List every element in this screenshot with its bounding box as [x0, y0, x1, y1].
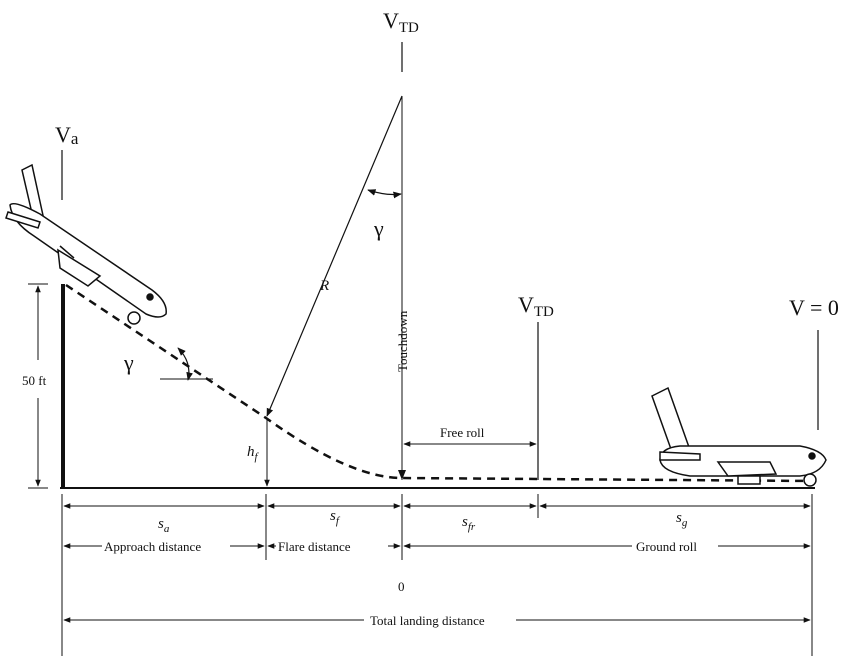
gamma-left-label: γ	[123, 350, 134, 375]
total-landing-distance-label: Total landing distance	[370, 613, 485, 628]
s-a-label: sa	[158, 516, 170, 535]
height-50ft-label: 50 ft	[22, 373, 47, 388]
approach-distance-label: Approach distance	[104, 539, 201, 554]
hf-label: hf	[247, 444, 260, 463]
ground-roll-label: Ground roll	[636, 539, 697, 554]
landed-airplane-illustration	[651, 386, 827, 487]
free-roll-label: Free roll	[440, 425, 485, 440]
radius-line	[266, 95, 403, 417]
v-td-top-label: VTD	[383, 8, 419, 36]
gamma-left-arc	[177, 347, 193, 381]
s-fr-label: sfr	[462, 514, 476, 533]
origin-label: 0	[398, 579, 405, 594]
touchdown-arrowhead	[398, 470, 406, 480]
distance-ticks	[61, 494, 813, 656]
height-50ft-dimension	[28, 283, 48, 489]
gamma-top-arc	[367, 189, 402, 199]
v-zero-label: V = 0	[789, 295, 839, 320]
flight-path	[65, 283, 813, 483]
obstacle-bar	[61, 284, 65, 488]
v-a-label: Va	[55, 122, 79, 148]
approach-airplane-illustration	[5, 163, 167, 325]
flare-distance-label: Flare distance	[278, 539, 351, 554]
touchdown-label: Touchdown	[395, 310, 410, 372]
v-td-mid-label: VTD	[518, 292, 554, 320]
s-f-label: sf	[330, 508, 341, 527]
s-g-label: sg	[676, 510, 688, 529]
radius-label: R	[319, 278, 329, 294]
gamma-top-label: γ	[373, 216, 384, 241]
